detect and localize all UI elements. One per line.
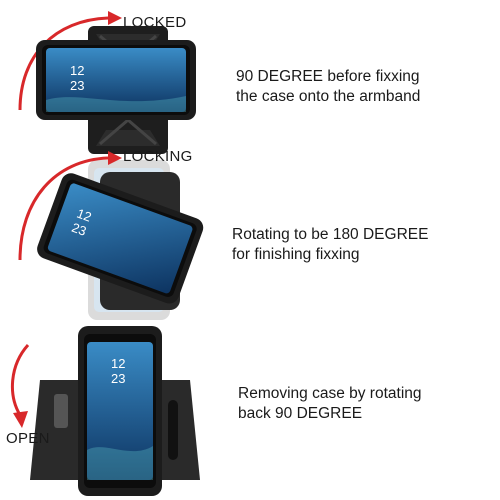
phone-screen: 12 23 xyxy=(111,356,125,386)
step-description: 90 DEGREE before fixxing the case onto t… xyxy=(236,67,496,107)
description-line-1: 90 DEGREE before fixxing xyxy=(236,68,420,85)
state-label-locking: LOCKING xyxy=(123,148,193,165)
phone-case xyxy=(78,326,162,496)
clock-hour: 12 xyxy=(111,356,125,371)
degree-highlight: 90 DEGREE xyxy=(236,68,324,85)
description-line-1: Rotating to be 180 DEGREE xyxy=(232,226,429,243)
clock-hour: 12 xyxy=(70,63,84,78)
description-line-1: Removing case by rotating xyxy=(238,385,422,402)
description-line-2: the case onto the armband xyxy=(236,88,421,105)
locking-illustration xyxy=(18,151,204,320)
locked-illustration xyxy=(18,11,196,154)
description-line-2: back 90 DEGREE xyxy=(238,405,363,422)
strap-slot xyxy=(168,400,178,460)
open-illustration xyxy=(10,326,200,496)
description-line-2: for finishing fixxing xyxy=(232,246,360,263)
step-description: Removing case by rotating back 90 DEGREE xyxy=(238,384,498,424)
state-label-open: OPEN xyxy=(6,430,50,447)
rotation-arrow-icon xyxy=(10,343,30,428)
clock-hour: 12 xyxy=(75,206,94,225)
step-description: Rotating to be 180 DEGREE for finishing … xyxy=(232,225,492,265)
step-open: 12 23 OPEN Removing case by rotating bac… xyxy=(0,320,500,500)
phone-case xyxy=(37,173,204,304)
state-label-locked: LOCKED xyxy=(123,14,187,31)
step-locking: 12 23 LOCKING Rotating to be 180 DEGREE … xyxy=(0,148,500,320)
clock-minute: 23 xyxy=(70,220,89,239)
phone-case xyxy=(36,40,196,120)
clock-minute: 23 xyxy=(111,371,125,386)
clock-minute: 23 xyxy=(70,78,84,93)
rotation-arrow-icon xyxy=(18,151,122,261)
key-pocket xyxy=(54,394,68,428)
phone-screen: 12 23 xyxy=(70,63,84,93)
step-locked: 12 23 LOCKED 90 DEGREE before fixxing th… xyxy=(0,0,500,160)
phone-screen: 12 23 xyxy=(70,206,94,239)
